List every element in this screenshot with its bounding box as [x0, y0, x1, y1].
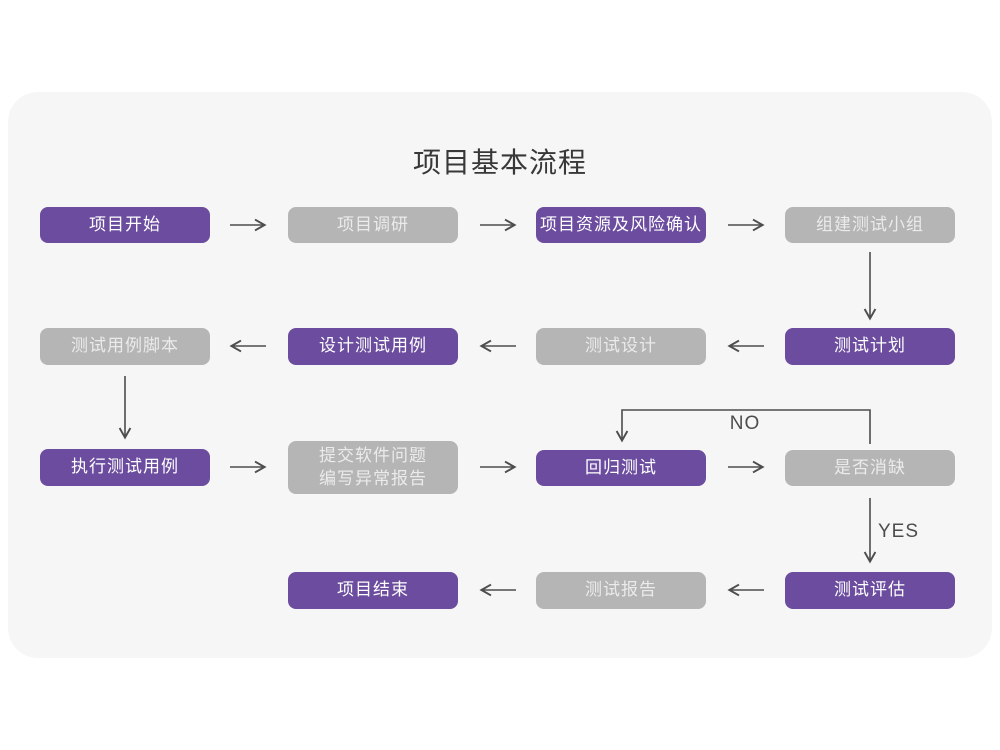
node-submit-issues-report: 提交软件问题 编写异常报告 — [288, 441, 458, 494]
edge-label-no: NO — [729, 413, 761, 434]
node-test-design: 测试设计 — [536, 328, 706, 365]
node-regression-test: 回归测试 — [536, 450, 706, 486]
node-test-evaluation: 测试评估 — [785, 572, 955, 609]
node-test-report: 测试报告 — [536, 572, 706, 609]
page-title: 项目基本流程 — [412, 147, 587, 178]
node-test-case-script: 测试用例脚本 — [40, 328, 210, 365]
node-project-start: 项目开始 — [40, 207, 210, 243]
node-project-research: 项目调研 — [288, 207, 458, 243]
node-project-end: 项目结束 — [288, 572, 458, 609]
node-design-test-cases: 设计测试用例 — [288, 328, 458, 365]
node-defect-resolved: 是否消缺 — [785, 450, 955, 486]
node-test-plan: 测试计划 — [785, 328, 955, 365]
node-form-test-team: 组建测试小组 — [785, 207, 955, 243]
flowchart-card — [8, 92, 992, 658]
edge-label-yes: YES — [878, 521, 920, 542]
node-execute-test-cases: 执行测试用例 — [40, 449, 210, 486]
node-resources-risk-confirm: 项目资源及风险确认 — [536, 207, 706, 243]
